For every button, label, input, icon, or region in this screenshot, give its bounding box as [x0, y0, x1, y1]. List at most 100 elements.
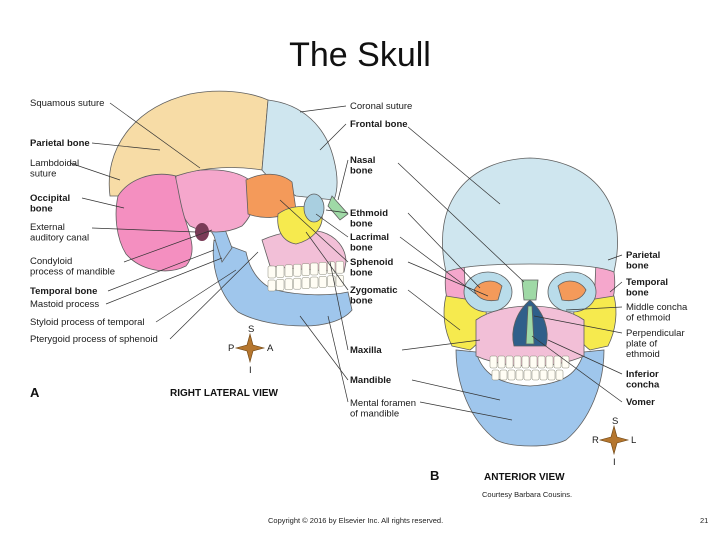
leader-line: [279, 199, 349, 263]
leader-line: [123, 229, 213, 263]
anterior-upper-teeth: [489, 355, 570, 369]
tooth: [276, 279, 285, 291]
tooth: [515, 369, 524, 381]
leader-line: [407, 126, 501, 205]
tooth: [267, 265, 276, 279]
vomer-bone: [525, 305, 535, 345]
tooth: [545, 355, 554, 369]
leader-line: [91, 227, 197, 233]
leader-line: [107, 249, 215, 292]
tooth: [505, 355, 514, 369]
leader-line: [337, 159, 349, 201]
bone-label: Mastoid process: [30, 299, 99, 310]
tooth: [284, 278, 293, 291]
temporal-bone: [175, 169, 256, 233]
tooth: [293, 263, 302, 277]
compass-s: S: [248, 324, 254, 335]
compass-anterior: S R L I: [592, 416, 636, 468]
tooth: [507, 369, 516, 381]
panel-a-view: RIGHT LATERAL VIEW: [170, 388, 278, 399]
leader-line: [109, 102, 201, 169]
nasal-bone: [327, 195, 349, 221]
anterior-skull: [442, 157, 618, 447]
leader-line: [407, 261, 489, 297]
tooth: [555, 369, 564, 381]
auditory-canal: [195, 223, 209, 241]
bone-label: Vomer: [626, 397, 655, 408]
compass-i: I: [249, 365, 252, 376]
bone-label: Styloid process of temporal: [30, 317, 145, 328]
tooth: [267, 279, 276, 292]
tooth: [497, 355, 506, 369]
bone-label: Parietal bone: [30, 138, 90, 149]
sphenoid-orbit-left: [473, 280, 503, 302]
panel-b-view: ANTERIOR VIEW: [484, 472, 565, 483]
anterior-nasal-bone: [521, 279, 539, 301]
tooth: [335, 260, 344, 274]
tooth: [531, 369, 540, 381]
tooth: [318, 276, 327, 288]
tooth: [529, 355, 538, 369]
bone-label: Maxilla: [350, 345, 382, 356]
leader-line: [401, 339, 481, 351]
bone-label: Mandible: [350, 375, 391, 386]
lateral-skull: [108, 90, 353, 327]
label-leader-lines: [69, 102, 623, 421]
tooth: [537, 355, 546, 369]
leader-line: [299, 105, 347, 113]
leader-line: [81, 197, 125, 209]
compass-l: L: [631, 435, 636, 446]
bone-label: Coronal suture: [350, 101, 412, 112]
anterior-lower-teeth: [491, 369, 564, 381]
leader-line: [305, 231, 349, 291]
leader-line: [531, 335, 623, 403]
leader-line: [329, 261, 349, 351]
tooth: [284, 264, 293, 278]
panel-a-letter: A: [30, 385, 40, 400]
leader-line: [315, 213, 349, 238]
leader-line: [91, 142, 161, 151]
leader-line: [299, 315, 349, 381]
tooth: [335, 274, 344, 287]
tooth: [310, 276, 319, 289]
leader-line: [169, 251, 259, 340]
orbit-opening: [303, 193, 325, 223]
compass-i: I: [613, 457, 616, 468]
tooth: [491, 369, 500, 381]
tooth: [310, 262, 319, 276]
compass-s: S: [612, 416, 618, 427]
leader-line: [105, 257, 223, 305]
lower-teeth: [267, 274, 344, 292]
tooth: [513, 355, 522, 369]
leader-line: [607, 254, 623, 261]
leader-line: [325, 209, 349, 214]
compass-lateral: S P A I: [228, 324, 274, 376]
tooth: [293, 277, 302, 290]
compass-a: A: [267, 343, 274, 354]
leader-line: [609, 281, 623, 293]
leader-line: [399, 236, 477, 295]
leader-line: [319, 123, 347, 151]
leader-line: [69, 162, 121, 181]
tooth: [301, 277, 310, 289]
leader-line: [419, 401, 513, 421]
courtesy-credit: Courtesy Barbara Cousins.: [482, 490, 573, 499]
panel-b-letter: B: [430, 468, 440, 483]
tooth: [489, 355, 498, 369]
leader-line: [565, 306, 623, 311]
compass-star-icon: [598, 424, 630, 456]
tooth: [301, 263, 310, 276]
